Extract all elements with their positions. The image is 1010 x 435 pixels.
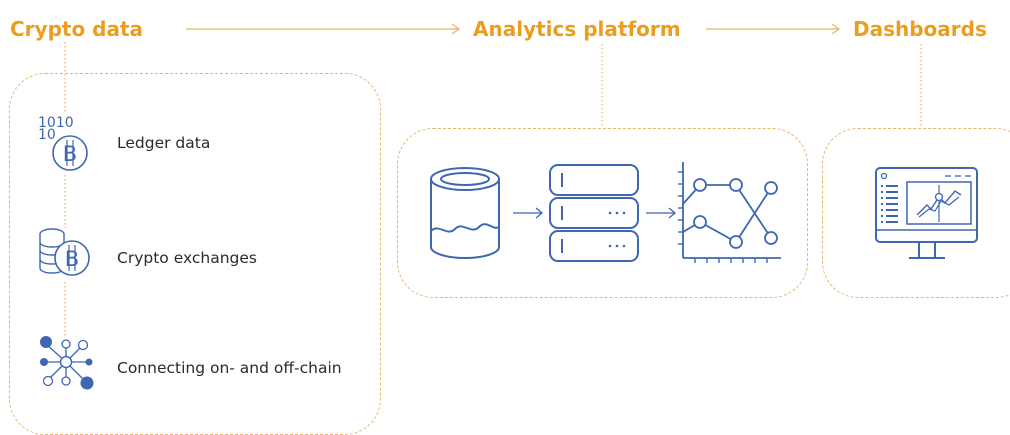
svg-text:B: B xyxy=(63,142,77,166)
dashboards-panel xyxy=(822,128,1010,298)
monitor-dashboard-icon xyxy=(875,167,979,263)
server-stack-icon xyxy=(548,163,640,263)
arrowhead-dashboards xyxy=(831,23,841,35)
arrowhead-platform xyxy=(451,23,461,35)
line-chart-icon xyxy=(675,160,785,268)
network-nodes-icon xyxy=(38,336,96,392)
arrow-db-to-server-icon xyxy=(513,207,544,219)
arrow-server-to-chart-icon xyxy=(646,207,677,219)
ledger-digits-bottom: 10 xyxy=(38,127,56,143)
heading-crypto-data: Crypto data xyxy=(10,17,144,41)
svg-text:B: B xyxy=(65,247,79,271)
source-label-on-off-chain: Connecting on- and off-chain xyxy=(117,359,342,377)
ledger-digits-top: 1010 xyxy=(38,115,74,131)
source-label-exchanges: Crypto exchanges xyxy=(117,249,257,267)
source-label-ledger: Ledger data xyxy=(117,134,211,152)
analytics-platform-panel xyxy=(397,128,808,298)
database-cylinder-icon xyxy=(427,165,503,261)
heading-dashboards: Dashboards xyxy=(853,17,987,41)
bitcoin-coins-icon: B xyxy=(36,226,100,282)
heading-analytics-platform: Analytics platform xyxy=(473,17,681,41)
bitcoin-ledger-icon: 1010 10 B xyxy=(38,112,94,178)
